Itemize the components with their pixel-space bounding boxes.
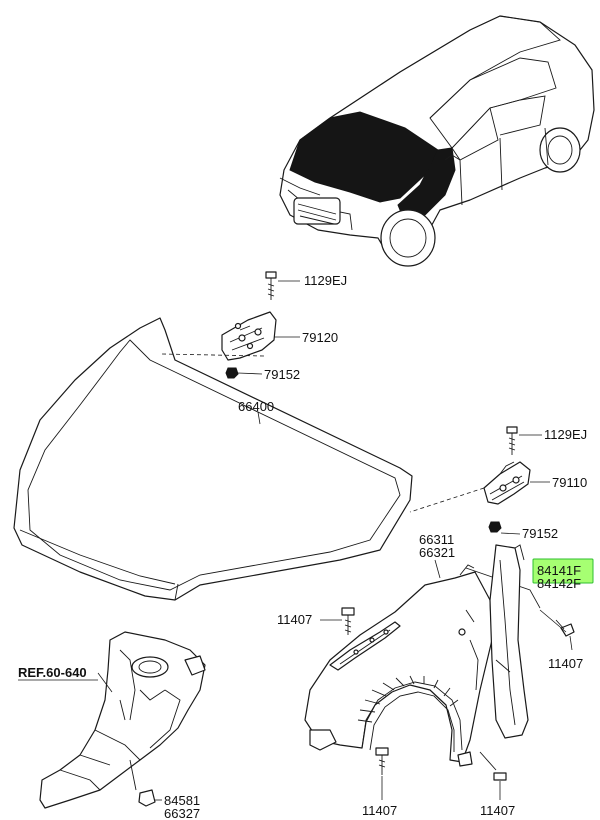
front-apron-ref-part[interactable] bbox=[39, 631, 206, 809]
hood-highlight-on-car bbox=[289, 111, 439, 203]
hood-hinge-left[interactable] bbox=[221, 311, 277, 361]
highlighted-part-label[interactable] bbox=[532, 558, 594, 584]
bolt-11407-shield[interactable] bbox=[555, 619, 575, 637]
label-79152-left[interactable]: 79152 bbox=[264, 367, 300, 382]
label-66327[interactable]: 66327 bbox=[164, 806, 200, 820]
bolt-1129ej-left[interactable] bbox=[265, 271, 277, 300]
label-84581[interactable]: 84581 bbox=[164, 793, 200, 808]
label-ref-60-640[interactable]: REF.60-640 bbox=[18, 665, 87, 680]
label-84142f[interactable]: 84142F bbox=[537, 576, 581, 591]
bolt-11407-fender-bottom-right[interactable] bbox=[479, 751, 507, 781]
label-66321[interactable]: 66321 bbox=[419, 545, 455, 560]
nut-79152-right[interactable] bbox=[488, 521, 502, 533]
label-11407-shield[interactable]: 11407 bbox=[548, 656, 583, 671]
hood-panel[interactable] bbox=[13, 317, 413, 601]
label-66400[interactable]: 66400 bbox=[238, 399, 274, 414]
clip-84581[interactable] bbox=[129, 759, 156, 807]
label-11407-fender-bottom-left[interactable]: 11407 bbox=[362, 803, 397, 818]
front-fender[interactable] bbox=[304, 564, 493, 767]
nut-79152-left[interactable] bbox=[225, 367, 239, 379]
label-84141f[interactable]: 84141F bbox=[537, 563, 581, 578]
hood-hinge-right[interactable] bbox=[483, 461, 531, 505]
label-1129ej-right[interactable]: 1129EJ bbox=[544, 427, 587, 442]
label-11407-fender-bottom-right[interactable]: 11407 bbox=[480, 803, 515, 818]
bolt-11407-fender-top[interactable] bbox=[341, 607, 355, 635]
label-79110[interactable]: 79110 bbox=[552, 475, 587, 490]
vehicle-illustration bbox=[279, 15, 595, 267]
label-79120[interactable]: 79120 bbox=[302, 330, 338, 345]
label-11407-fender-top[interactable]: 11407 bbox=[277, 612, 312, 627]
bolt-11407-fender-bottom-left[interactable] bbox=[375, 747, 389, 775]
label-1129ej-top[interactable]: 1129EJ bbox=[304, 273, 347, 288]
label-79152-right[interactable]: 79152 bbox=[522, 526, 558, 541]
fender-shield[interactable] bbox=[489, 544, 529, 739]
bolt-1129ej-right[interactable] bbox=[506, 426, 518, 455]
label-66311[interactable]: 66311 bbox=[419, 532, 454, 547]
